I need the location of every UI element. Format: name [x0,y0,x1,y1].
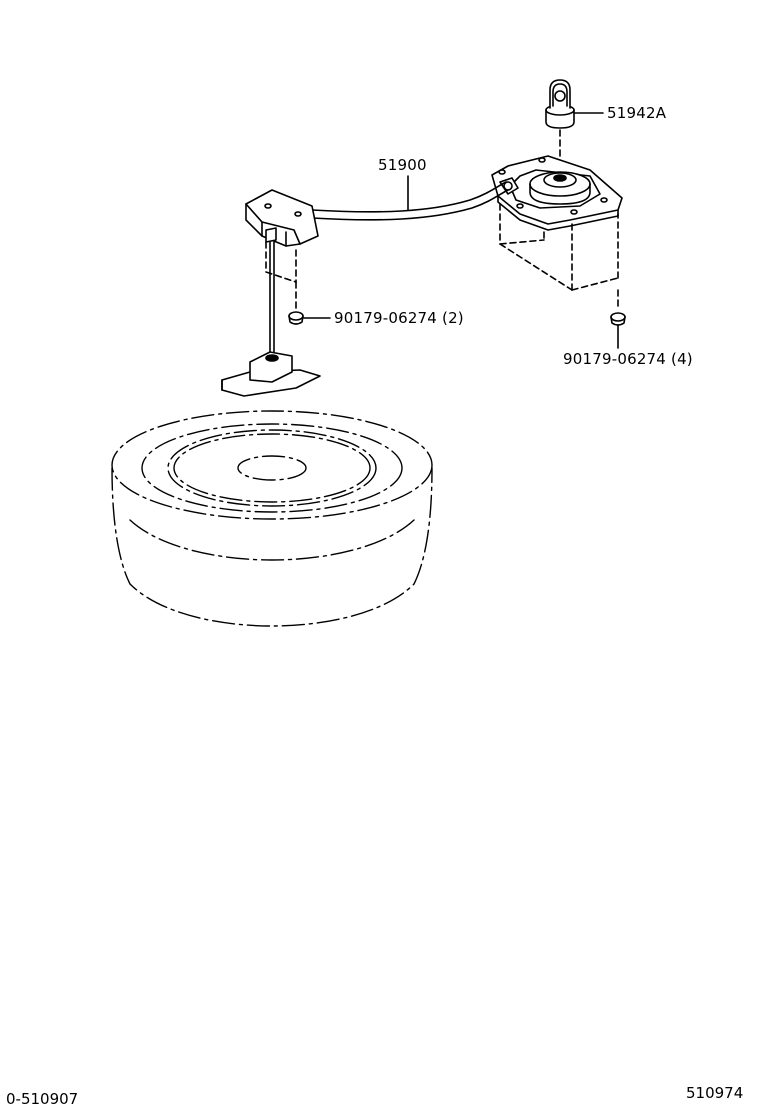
handle-part-number: 51942A [607,104,667,122]
winch-body-drawing [491,155,623,231]
bolt-right-part-number: 90179-06274 (4) [563,350,693,368]
bolt-right-drawing [610,312,626,326]
tire-lock-plate-drawing [221,351,321,397]
footer-right-code: 510974 [686,1084,744,1102]
carrier-part-number: 51900 [378,156,427,174]
bolt-left-drawing [288,311,304,325]
bracket-mounting-outline [265,241,297,309]
handle-part-drawing [545,79,575,129]
left-bracket-drawing [245,189,319,247]
carrier-cable-drawing [311,181,509,221]
bolt-left-part-number: 90179-06274 (2) [334,309,464,327]
winch-mounting-outline [499,203,619,309]
spare-tire-phantom [111,410,433,627]
footer-left-code: 0-510907 [6,1090,79,1108]
